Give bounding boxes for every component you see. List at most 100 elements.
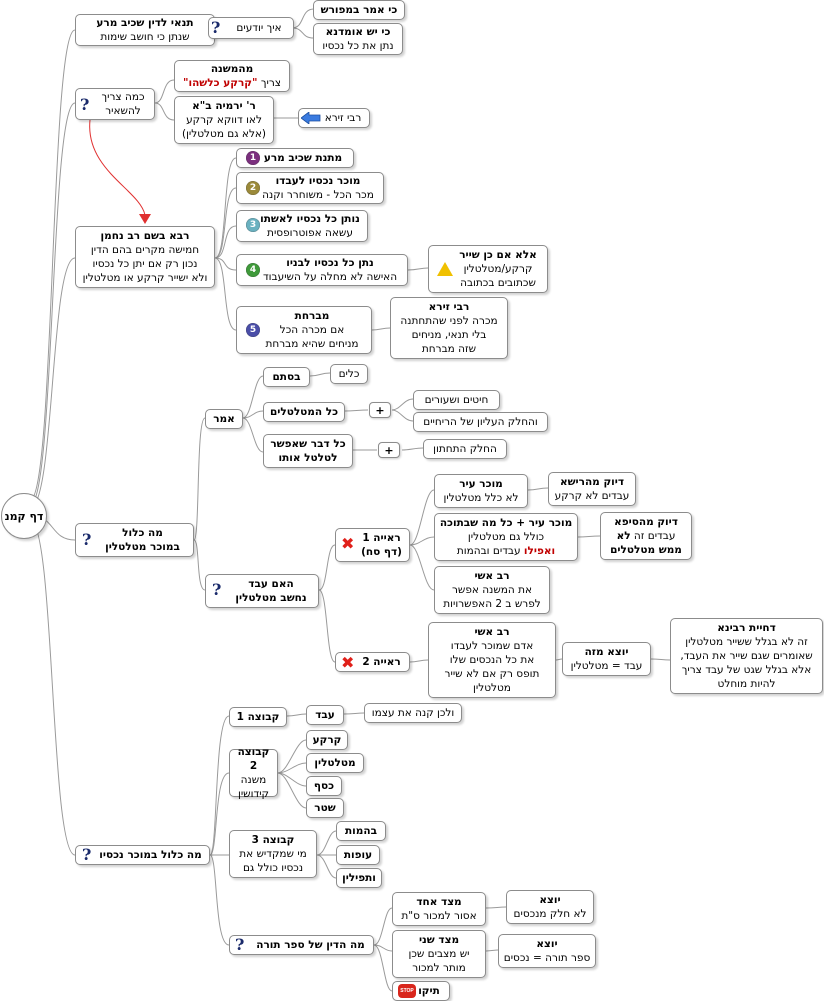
- x-mark-icon: ✖: [341, 534, 355, 553]
- topic-money[interactable]: כסף: [306, 776, 342, 796]
- topic-subtitle: האישה לא מחלה על השיעבוד: [262, 271, 398, 283]
- topic-line: עבדים ובהמות: [456, 545, 521, 557]
- topic-document[interactable]: שטר: [306, 798, 344, 818]
- topic-acquired-himself[interactable]: ולכן קנה את עצמו: [364, 703, 462, 723]
- topic-line: אם מכרה הכל: [279, 324, 345, 336]
- topic-label: רבי זירא: [324, 112, 362, 124]
- topic-label: עבד: [315, 709, 335, 721]
- topic-line: קידושין: [237, 788, 270, 800]
- topic-movables[interactable]: מטלטלין: [306, 753, 364, 773]
- topic-label: כלים: [338, 368, 360, 380]
- topic-explicit[interactable]: כי אמר במפורש: [313, 0, 405, 20]
- topic-line: מטלטלין: [473, 682, 511, 694]
- case-5-rabbi-zeira[interactable]: רבי זירא מכרה לפני שהתחתנה בלי תנאי, מניחי…: [390, 297, 508, 359]
- topic-subtitle: כולל גם מטלטלין: [467, 531, 545, 543]
- topic-title: מוכר נכסיו לעבדו: [275, 175, 361, 187]
- topic-proof-2[interactable]: ראייה 2: [335, 652, 410, 672]
- topic-subtitle: עבדים לא קרקע: [554, 490, 630, 502]
- topic-anything-movable[interactable]: כל דבר שאפשר לטלטל אותו: [263, 434, 353, 468]
- topic-sells-city-and-contents[interactable]: מוכר עיר + כל מה שבתוכה כולל גם מטלטלין וא…: [434, 513, 578, 561]
- topic-title: קבוצה 3: [251, 834, 295, 846]
- topic-tefillin[interactable]: ותפילין: [336, 868, 382, 888]
- topic-highlight: ואפילו: [523, 545, 556, 557]
- topic-label: ראייה 2: [362, 656, 401, 668]
- topic-title: רב אשי: [474, 626, 510, 638]
- topic-slave[interactable]: עבד: [306, 705, 344, 725]
- topic-line: ממש מטלטלים: [610, 544, 682, 556]
- topic-group-1[interactable]: קבוצה 1: [229, 707, 287, 727]
- topic-line: אלא בגלל שגט של עבד צריך: [681, 664, 812, 676]
- root-topic[interactable]: דף קמנ: [1, 493, 47, 539]
- topic-line: כל דבר שאפשר: [270, 438, 346, 450]
- topic-label: ותפילין: [342, 872, 376, 884]
- topic-title: רבי זירא: [428, 301, 470, 313]
- topic-kelim[interactable]: כלים: [330, 364, 368, 384]
- topic-birds[interactable]: עופות: [336, 845, 380, 865]
- topic-lower-part[interactable]: החלק התחתון: [423, 439, 507, 459]
- topic-land[interactable]: קרקע: [306, 730, 348, 750]
- topic-animals[interactable]: בהמות: [336, 821, 386, 841]
- topic-label: והחלק העליון של הריחיים: [423, 416, 538, 428]
- topic-upper-millstone[interactable]: והחלק העליון של הריחיים: [413, 412, 548, 432]
- topic-label: בהמות: [345, 825, 377, 837]
- question-icon: ?: [235, 935, 245, 954]
- topic-line: אדם שמוכר לעבדו: [450, 640, 534, 652]
- topic-title: דחיית רבינא: [717, 622, 776, 634]
- plus-node[interactable]: +: [378, 442, 400, 458]
- topic-title: כי יש אומדנא: [325, 26, 391, 38]
- topic-line: יש מצבים שכן: [408, 948, 470, 960]
- topic-label: כי אמר במפורש: [320, 4, 398, 16]
- topic-line: ראייה 1: [362, 532, 401, 544]
- topic-title: מוכר עיר + כל מה שבתוכה: [439, 517, 573, 529]
- topic-line: נכון רק אם יתן כל נכסיו: [92, 258, 198, 270]
- topic-wheat-barley[interactable]: חיטים ושעורים: [413, 390, 500, 410]
- topic-line: מכרה לפני שהתחתנה: [400, 315, 498, 327]
- topic-bold: לא: [616, 530, 631, 542]
- topic-line: בלי תנאי, מניחים: [411, 329, 487, 341]
- topic-sefer-torah[interactable]: מה הדין של ספר תורה: [229, 935, 374, 955]
- topic-stam[interactable]: בסתם: [263, 367, 310, 387]
- topic-subtitle: עבד = מטלטלין: [570, 660, 643, 672]
- topic-line: לטלטל אותו: [278, 452, 338, 464]
- topic-title: מהמשנה: [210, 63, 254, 75]
- topic-line: את המשנה אפשר: [451, 584, 533, 596]
- plus-node[interactable]: +: [369, 402, 391, 418]
- topic-proof-1[interactable]: ראייה 1 (דף סח): [335, 528, 410, 562]
- topic-title: מברחת: [294, 310, 330, 322]
- case-1[interactable]: מתנת שכיב מרע: [236, 148, 354, 168]
- topic-line: משנה: [240, 774, 267, 786]
- topic-nechasim-included[interactable]: מה כלול במוכר נכסיו: [75, 845, 210, 865]
- topic-amar[interactable]: אמר: [205, 409, 243, 429]
- topic-rabbi-zeira[interactable]: רבי זירא: [298, 108, 370, 128]
- topic-how-do-we-know[interactable]: איך יודעים: [208, 17, 294, 39]
- arrow-left-icon: [301, 112, 321, 124]
- topic-kol-hamitaltelin[interactable]: כל המטלטלים: [263, 402, 345, 422]
- topic-line: (דף סח): [361, 546, 402, 558]
- topic-line: לפרש ב 2 האפשרויות: [443, 598, 541, 610]
- topic-title: נותן כל נכסיו לאשתו: [260, 213, 360, 225]
